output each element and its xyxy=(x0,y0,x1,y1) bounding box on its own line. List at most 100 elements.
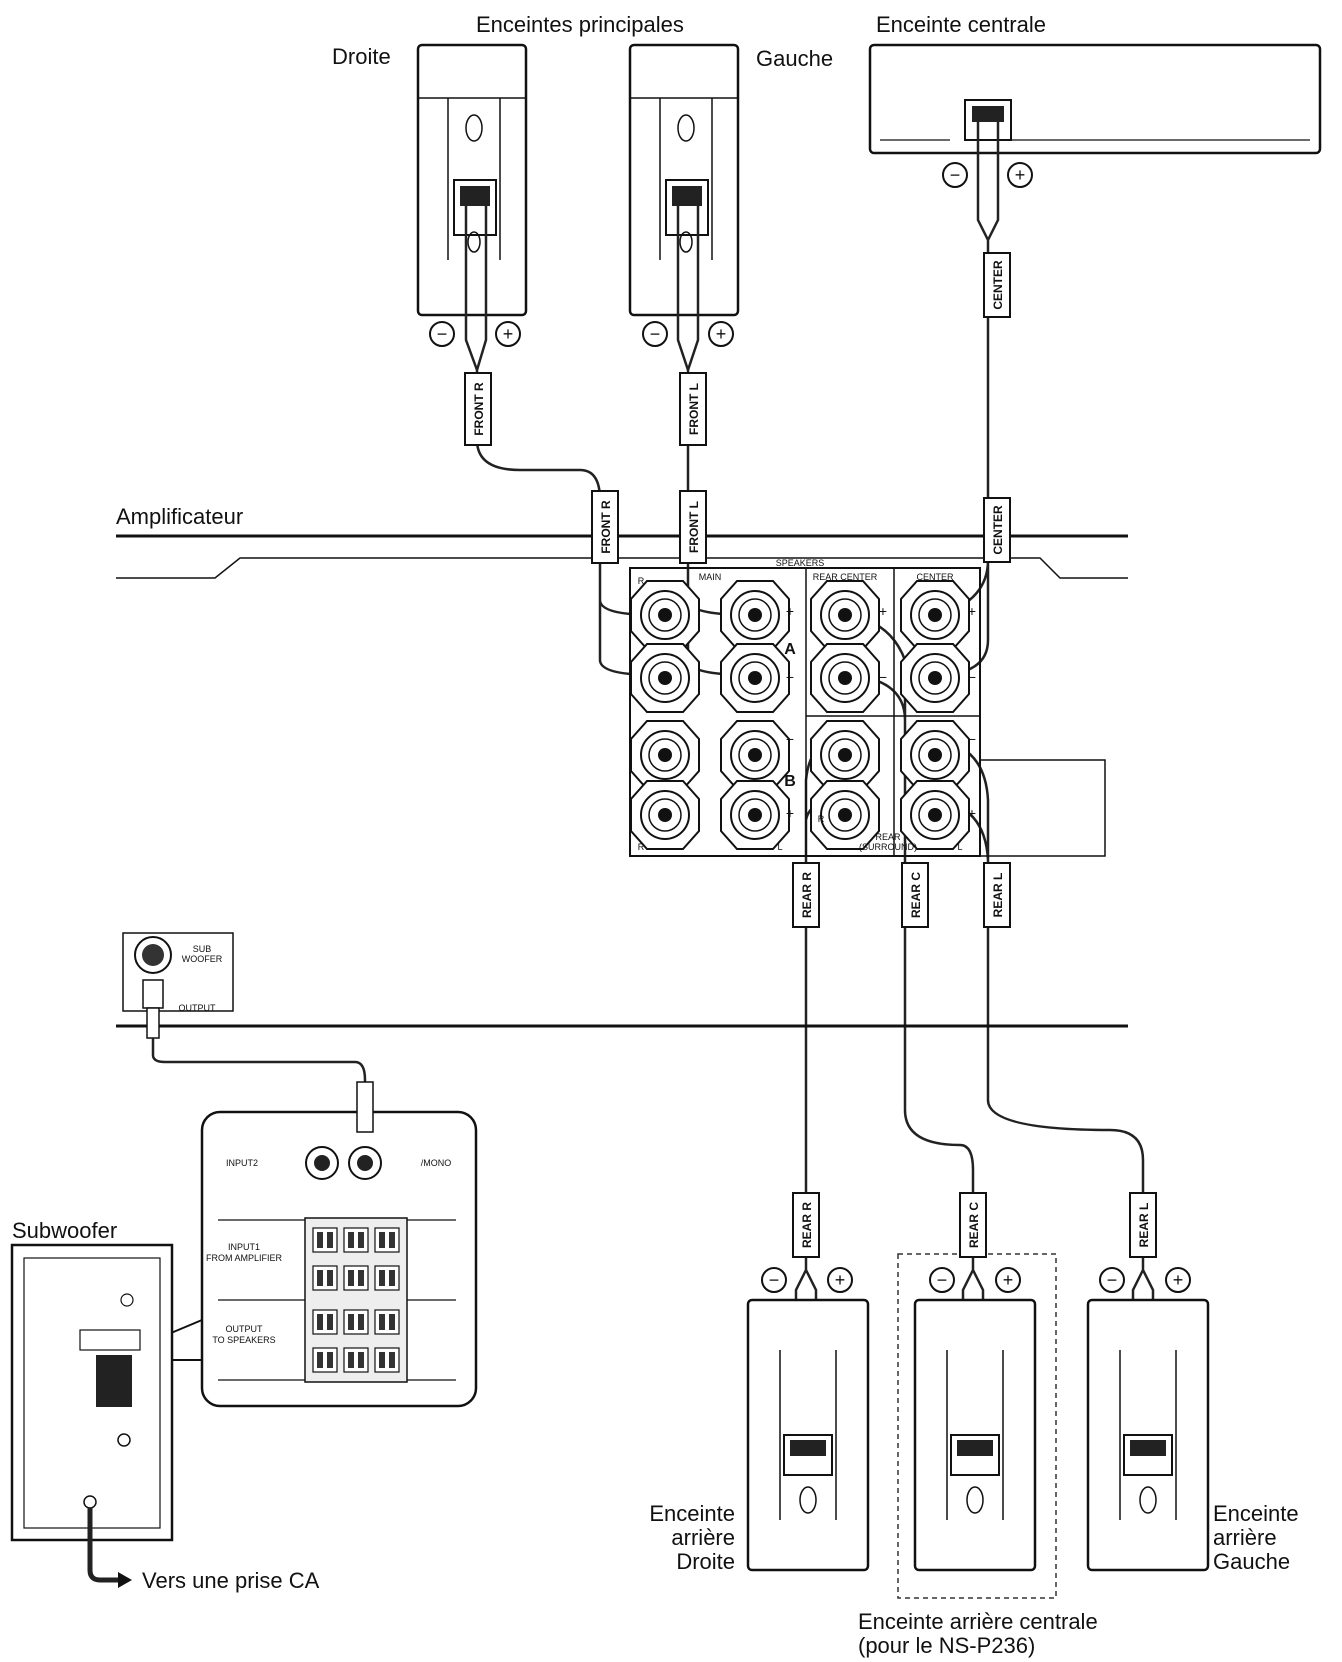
tag-rear-r-speaker: REAR R xyxy=(792,1192,820,1258)
svg-text:+: + xyxy=(1173,1270,1184,1290)
svg-text:+: + xyxy=(786,805,794,821)
svg-text:−: − xyxy=(879,669,887,685)
subwoofer-panel-zoom: INPUT2 /MONO INPUT1 FROM AMPLIFIER OUTPU… xyxy=(139,1081,478,1408)
polarity-symbols: − + − + − + xyxy=(429,162,1033,347)
panel-text: SPEAKERS MAIN REAR CENTER CENTER A B REA… xyxy=(638,558,976,852)
front-left-speaker xyxy=(628,43,740,317)
svg-text:OUTPUT: OUTPUT xyxy=(179,1003,217,1013)
tag-center-speaker: CENTER xyxy=(983,252,1011,318)
svg-text:L: L xyxy=(777,842,782,852)
svg-text:OUTPUT: OUTPUT xyxy=(226,1324,264,1334)
svg-text:TO SPEAKERS: TO SPEAKERS xyxy=(212,1335,275,1345)
svg-text:CENTER: CENTER xyxy=(991,505,1005,555)
tag-rear-c-speaker: REAR C xyxy=(959,1192,987,1258)
subwoofer-output-jack: SUB WOOFER OUTPUT xyxy=(122,932,234,1039)
label-left: Gauche xyxy=(756,46,834,71)
label-amplifier: Amplificateur xyxy=(116,504,244,529)
label-rear-center: Enceinte arrière centrale (pour le NS-P2… xyxy=(858,1609,1098,1658)
svg-text:SUB: SUB xyxy=(193,944,212,954)
tag-front-l-speaker: FRONT L xyxy=(679,372,707,446)
svg-text:INPUT1: INPUT1 xyxy=(228,1242,260,1252)
svg-text:CENTER: CENTER xyxy=(991,260,1005,310)
label-main-speakers: Enceintes principales xyxy=(476,12,684,37)
svg-text:+: + xyxy=(1003,1270,1014,1290)
svg-text:−: − xyxy=(1107,1270,1118,1290)
svg-text:WOOFER: WOOFER xyxy=(182,954,223,964)
keyhole-icon xyxy=(966,1486,984,1514)
svg-text:REAR L: REAR L xyxy=(991,873,1005,918)
arrow-icon xyxy=(118,1572,132,1588)
amplifier-outline xyxy=(116,534,1128,1028)
svg-text:−: − xyxy=(769,1270,780,1290)
svg-text:−: − xyxy=(786,669,794,685)
svg-text:(SURROUND): (SURROUND) xyxy=(859,842,917,852)
svg-text:SPEAKERS: SPEAKERS xyxy=(776,558,825,568)
label-subwoofer: Subwoofer xyxy=(12,1218,118,1243)
svg-text:+: + xyxy=(1015,165,1026,185)
svg-text:+: + xyxy=(835,1270,846,1290)
svg-text:R: R xyxy=(818,814,825,824)
svg-text:REAR R: REAR R xyxy=(800,872,814,918)
svg-text:B: B xyxy=(784,773,796,790)
svg-text:+: + xyxy=(879,603,887,619)
front-right-speaker xyxy=(416,43,528,317)
svg-text:/MONO: /MONO xyxy=(421,1158,452,1168)
cable-rear-c xyxy=(844,613,985,1440)
svg-text:+: + xyxy=(786,603,794,619)
speaker-terminals xyxy=(630,580,970,850)
tag-front-l-amp: FRONT L xyxy=(679,490,707,564)
svg-text:REAR L: REAR L xyxy=(1137,1203,1151,1248)
svg-text:REAR C: REAR C xyxy=(967,1202,981,1248)
svg-text:+: + xyxy=(503,324,514,344)
svg-text:−: − xyxy=(968,731,976,747)
tag-rear-l-speaker: REAR L xyxy=(1129,1192,1157,1258)
keyhole-icon xyxy=(799,1486,817,1514)
svg-text:A: A xyxy=(784,641,796,658)
svg-text:−: − xyxy=(786,731,794,747)
svg-text:+: + xyxy=(716,324,727,344)
rear-center-speaker xyxy=(897,1253,1057,1599)
tag-rear-l-amp: REAR L xyxy=(983,862,1011,928)
svg-text:R: R xyxy=(638,576,645,586)
svg-text:REAR R: REAR R xyxy=(800,1202,814,1248)
svg-text:+: + xyxy=(968,805,976,821)
subwoofer-unit xyxy=(10,1243,174,1588)
label-ac-outlet: Vers une prise CA xyxy=(142,1568,320,1593)
svg-text:MAIN: MAIN xyxy=(699,572,722,582)
label-rear-right: Enceinte arrière Droite xyxy=(649,1501,735,1574)
svg-text:REAR C: REAR C xyxy=(909,872,923,918)
center-speaker xyxy=(868,43,1322,155)
label-right: Droite xyxy=(332,44,391,69)
svg-text:−: − xyxy=(650,324,661,344)
svg-text:FROM AMPLIFIER: FROM AMPLIFIER xyxy=(206,1253,283,1263)
svg-text:FRONT L: FRONT L xyxy=(687,501,701,553)
svg-text:FRONT L: FRONT L xyxy=(687,383,701,435)
tag-rear-r-amp: REAR R xyxy=(792,862,820,928)
svg-text:FRONT R: FRONT R xyxy=(472,382,486,436)
cable-rear-l xyxy=(934,738,1155,1440)
svg-text:−: − xyxy=(950,165,961,185)
tag-rear-c-amp: REAR C xyxy=(901,862,929,928)
svg-text:INPUT2: INPUT2 xyxy=(226,1158,258,1168)
keyhole-icon xyxy=(677,114,695,142)
svg-text:−: − xyxy=(437,324,448,344)
svg-text:+: + xyxy=(968,603,976,619)
svg-text:FRONT R: FRONT R xyxy=(599,500,613,554)
svg-text:CENTER: CENTER xyxy=(916,572,954,582)
tag-front-r-speaker: FRONT R xyxy=(464,372,492,446)
label-rear-left: Enceinte arrière Gauche xyxy=(1213,1501,1299,1574)
svg-text:R: R xyxy=(638,842,645,852)
keyhole-icon xyxy=(1139,1486,1157,1514)
tag-front-r-amp: FRONT R xyxy=(591,490,619,564)
svg-text:−: − xyxy=(937,1270,948,1290)
svg-text:REAR CENTER: REAR CENTER xyxy=(813,572,878,582)
rear-polarity-symbols: − + − + − + xyxy=(761,1267,1191,1293)
svg-text:−: − xyxy=(968,669,976,685)
rear-right-speaker xyxy=(746,1298,870,1572)
label-center-speaker: Enceinte centrale xyxy=(876,12,1046,37)
svg-text:REAR: REAR xyxy=(875,832,901,842)
tag-center-amp: CENTER xyxy=(983,497,1011,563)
keyhole-icon xyxy=(465,114,483,142)
subwoofer-cable xyxy=(151,1038,367,1115)
